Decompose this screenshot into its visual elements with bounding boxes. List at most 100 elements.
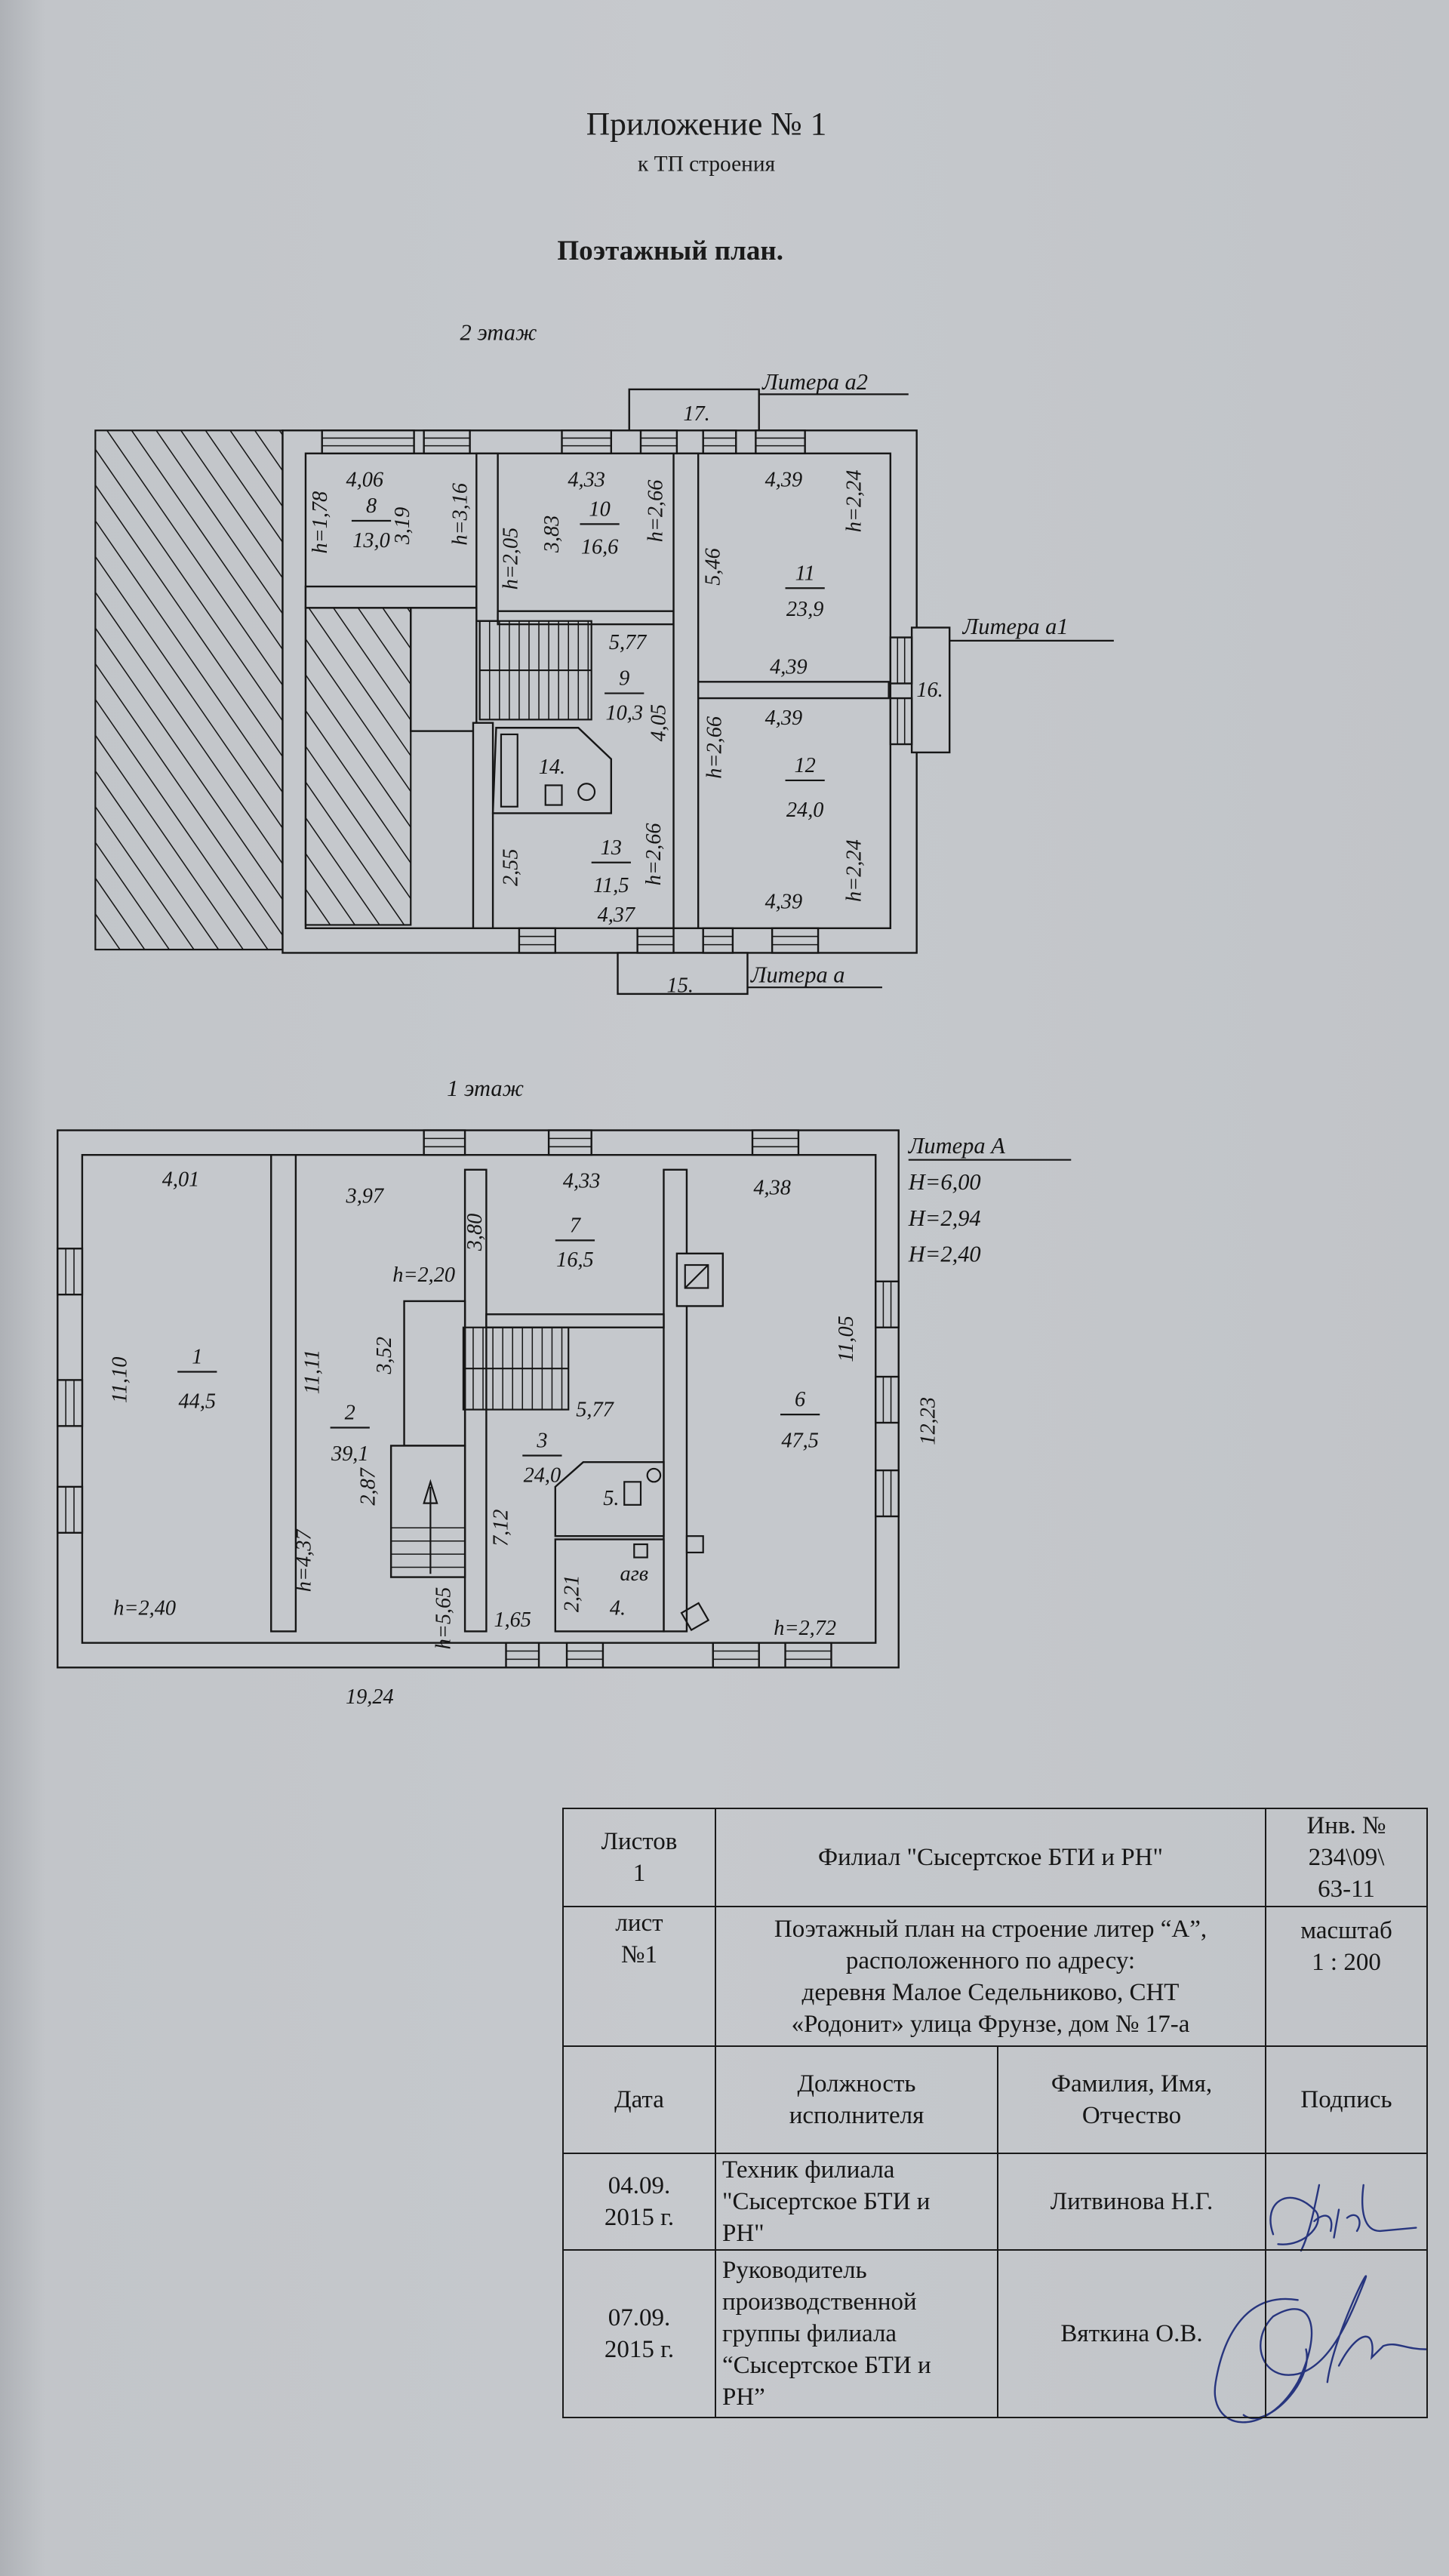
dimension-label: 4,39 [770,655,807,679]
room-14-label: 14. [539,756,565,779]
row-signature [1265,2153,1428,2251]
dimension-label: 5,77 [576,1398,614,1421]
hatch-line [94,842,170,950]
header-signature: Подпись [1265,2045,1428,2154]
window [547,1129,592,1156]
room-area: 44,5 [179,1390,217,1413]
room-2: 239,1 [330,1402,370,1466]
hatch-line [94,877,146,950]
dimension-label: 12,23 [917,1397,940,1445]
dimension-label: h=5,65 [432,1587,455,1650]
description-cell: Поэтажный план на строение литер “А”,рас… [715,1906,1266,2047]
row-date: 2015 г. [604,2336,675,2363]
room-15-label: 15. [667,974,694,998]
dimension-label: 3,19 [391,507,414,546]
dimension-label: 11,11 [300,1350,324,1394]
hatch-line [357,607,411,685]
hatch-line [382,607,411,649]
room-number: 11 [795,562,815,585]
room-16-label: 16. [916,679,943,702]
chimney [675,1252,724,1307]
window [771,927,820,954]
dimension-label: 3,97 [346,1184,385,1208]
dimension-label: h=1,78 [309,491,332,554]
room-area: 47,5 [781,1430,819,1453]
room-number: 3 [536,1430,547,1453]
sheet-value: №1 [621,1941,657,1968]
header-name: Фамилия, Имя,Отчество [997,2045,1266,2154]
hatched-area [305,607,411,925]
dimension-label: 1,65 [494,1608,531,1632]
window [712,1642,760,1669]
row-date: 2015 г. [604,2204,675,2231]
window [702,927,734,954]
window [889,636,913,685]
litera-a-label: Литера а [750,962,845,988]
window [565,1642,605,1669]
hatch-line [131,429,284,650]
dimension-label: 2,55 [500,849,523,886]
table-row: 04.09.2015 г. Техник филиала"Сысертское … [562,2153,1428,2251]
room-number: 6 [795,1388,805,1411]
room-number: 12 [795,754,816,777]
dimension-label: 2,87 [356,1467,380,1505]
dimension-label: 5,77 [609,631,648,654]
header-signature-text: Подпись [1300,2086,1392,2113]
room-14-bathroom [491,727,613,814]
organization-cell: Филиал "Сысертское БТИ и РН" [715,1808,1266,1907]
dimension-label: h=3,16 [448,483,472,546]
dimension-label: 3,83 [540,516,564,554]
hatch-line [94,592,284,864]
dimension-label: h=2,72 [774,1617,836,1640]
hatch-line [94,699,269,950]
gas-boiler-label: агв [620,1562,648,1586]
dimension-label: h=4,37 [292,1528,315,1593]
dimension-label: 2,21 [560,1575,583,1613]
height-floor-2: H=2,94 [908,1205,981,1231]
room-area: 10,3 [605,701,642,725]
staircase [478,620,592,721]
header-position-text: Должность [797,2070,916,2097]
hatch-line [305,639,411,792]
dimension-label: 19,24 [346,1685,394,1709]
document-subtitle: к ТП строения [638,152,775,176]
floor-2-label: 2 этаж [460,320,537,346]
hatch-line [155,429,284,614]
windows [57,1129,900,1669]
hatch-line [305,709,411,863]
row-date: 07.09. [608,2304,671,2331]
litera-a2-label: Литера а2 [761,369,868,395]
dimension-label: 4,39 [765,468,802,491]
window [875,1469,900,1518]
room-4-label: 4. [610,1597,626,1620]
row-name: Вяткина О.В. [1060,2320,1203,2347]
dimension-label: 4,05 [648,704,671,741]
dimension-label: h=2,66 [703,716,727,779]
room-7: 716,5 [555,1214,595,1272]
floor-2-plan: 2 этаж Литера а2 Литера а1 Литера а [94,320,1114,998]
plan-heading: Поэтажный план. [557,235,783,266]
window [321,429,415,454]
inventory-number-1: 234\09\ [1308,1844,1385,1871]
hatch-line [94,806,195,950]
porch-15 [617,952,749,996]
description-line: «Родонит» улица Фрунзе, дом № 17-а [791,2010,1190,2038]
hatch-line [94,770,220,950]
window [875,1375,900,1424]
hatch-line [305,674,411,828]
sheet-label: лист [615,1910,663,1937]
row-position: РН” [722,2384,765,2411]
sheet-number-cell: лист №1 [562,1906,716,2047]
dimension-label: h=2,66 [644,480,667,543]
room-area: 24,0 [524,1463,561,1487]
hatch-line [308,607,411,756]
windows [321,429,913,954]
header-name-text: Фамилия, Имя, [1051,2070,1213,2097]
dimension-label: 4,38 [753,1176,791,1199]
room-9: 910,3 [605,667,645,725]
